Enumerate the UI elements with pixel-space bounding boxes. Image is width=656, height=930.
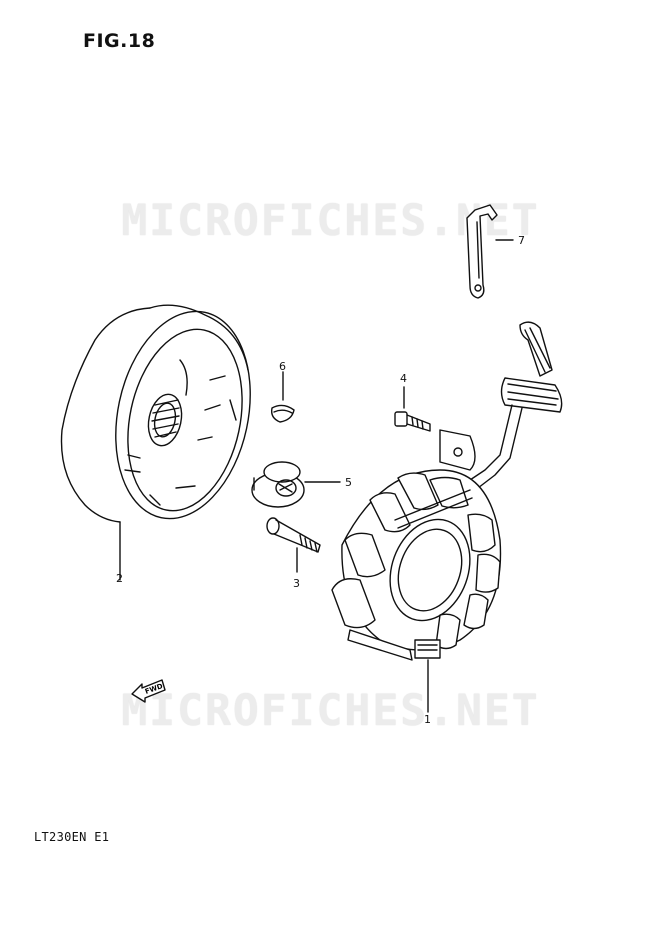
- part-label-5: 5: [345, 476, 352, 489]
- part-label-2: 2: [116, 572, 123, 585]
- watermark-bottom: MICROFICHES.NET: [121, 686, 540, 736]
- figure-title: FIG.18: [83, 30, 156, 52]
- clamp: [466, 204, 514, 299]
- stator-coil: [331, 321, 563, 713]
- part-label-6: 6: [279, 360, 286, 373]
- model-code: LT230EN E1: [34, 830, 110, 844]
- nut: [251, 461, 341, 508]
- bolt: [394, 386, 431, 432]
- key: [270, 371, 295, 423]
- part-label-3: 3: [293, 577, 300, 590]
- part-label-7: 7: [518, 234, 525, 247]
- screw: [266, 517, 321, 573]
- part-label-1: 1: [424, 713, 431, 726]
- flywheel-rotor: [60, 304, 251, 581]
- forward-arrow-icon: [131, 679, 166, 703]
- part-label-4: 4: [400, 372, 407, 385]
